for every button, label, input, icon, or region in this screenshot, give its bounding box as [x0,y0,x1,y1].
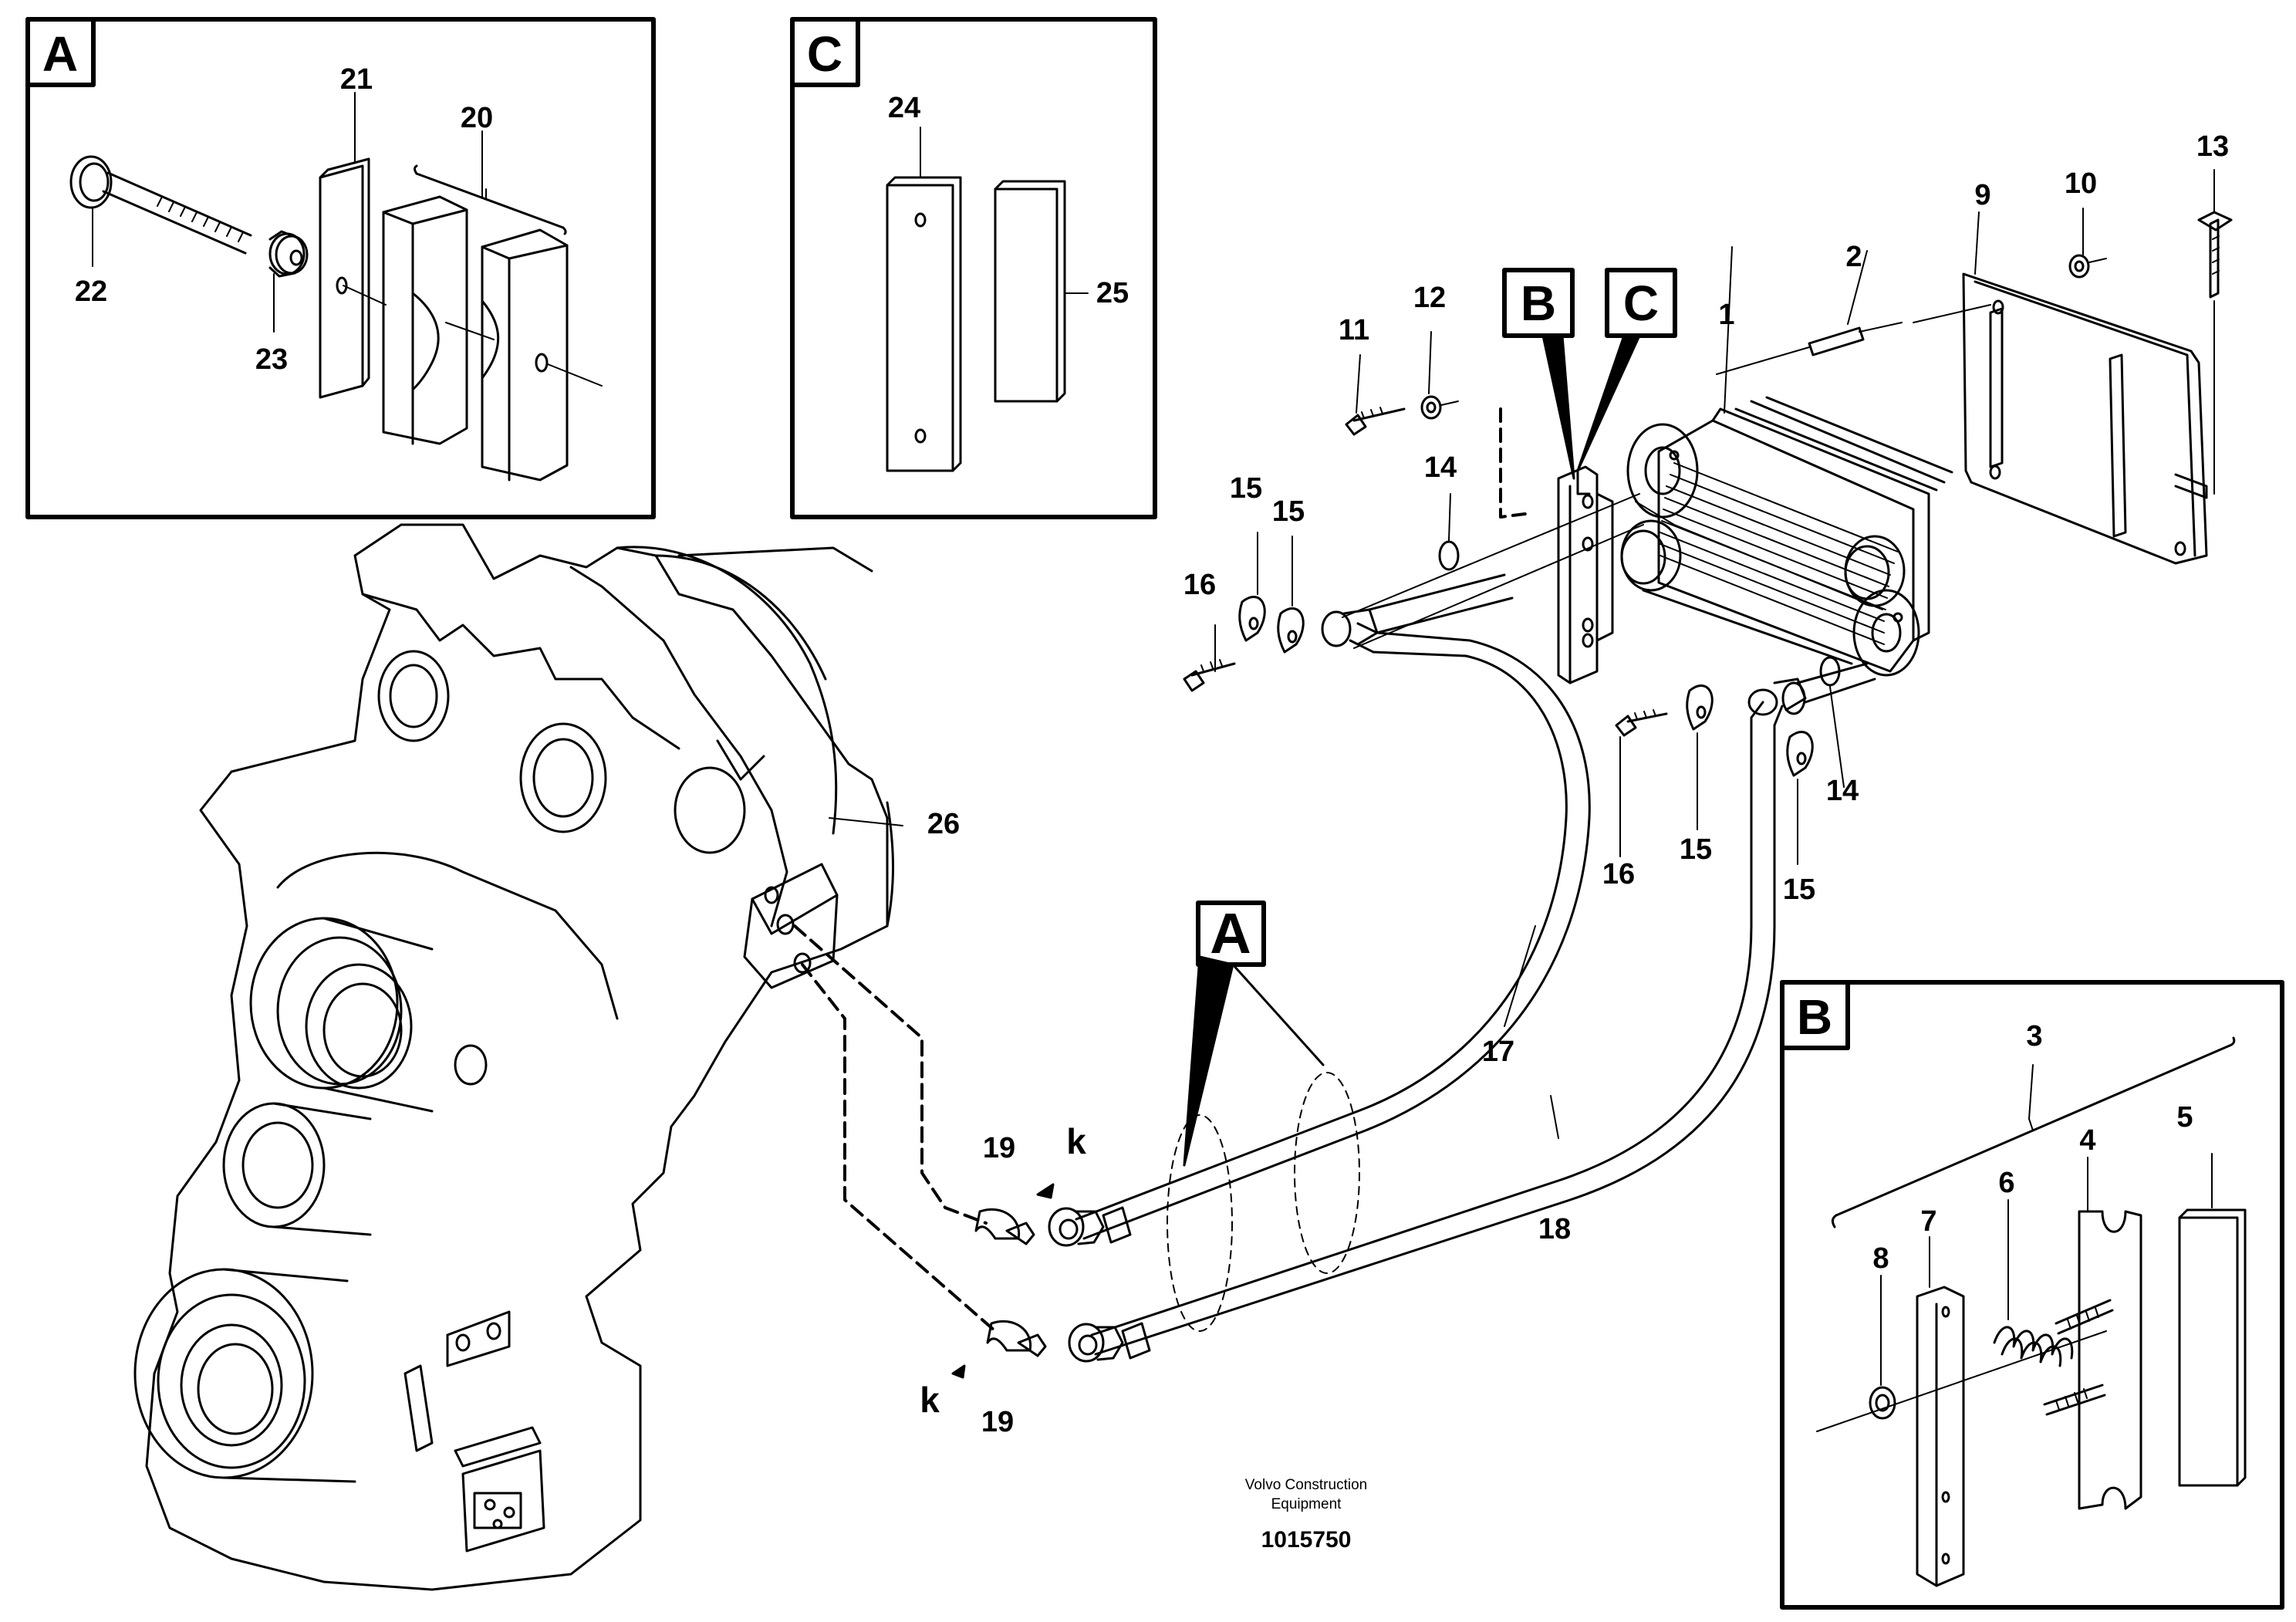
part-label-12: 12 [1413,282,1446,314]
part-label-25: 25 [1096,277,1129,309]
part-label-15-d: 15 [1783,874,1815,906]
transmission-housing [133,523,894,1591]
callout-b-letter: B [1521,275,1556,331]
part-label-k-upper: k [1066,1121,1086,1161]
part-label-14-lower: 14 [1826,775,1859,807]
part-label-k-lower: k [920,1380,940,1420]
part-label-15-b: 15 [1272,495,1305,528]
callout-c-letter: C [1623,275,1659,331]
part-label-21: 21 [340,63,373,96]
fitting-leaders [793,924,997,1333]
part-label-11: 11 [1339,314,1369,346]
part-label-6: 6 [1998,1167,2014,1199]
region-a-markers [1167,1072,1360,1332]
part-label-7: 7 [1920,1205,1936,1238]
inset-c [790,17,1157,519]
bolt-head-22 [69,155,113,209]
part-label-15-c: 15 [1680,833,1712,866]
part-label-19-upper: 19 [983,1132,1015,1164]
part-label-10: 10 [2065,167,2097,200]
part-label-18: 18 [1538,1213,1571,1245]
part-label-8: 8 [1872,1242,1889,1275]
drawing-number: 1015750 [1261,1527,1352,1553]
inset-a-letter: A [42,26,78,82]
part-label-9: 9 [1974,179,1990,211]
part-label-3: 3 [2026,1020,2042,1053]
part-label-14-upper: 14 [1424,451,1457,484]
elbow-fittings [951,1183,1055,1379]
part-label-5: 5 [2176,1101,2193,1134]
part-label-20: 20 [461,102,493,134]
company-name-line2: Equipment [1271,1496,1342,1512]
part-label-17: 17 [1482,1036,1514,1068]
part-label-23: 23 [255,343,288,376]
part-label-1: 1 [1718,299,1734,331]
callout-a-letter: A [1210,901,1251,965]
oil-cooler [829,169,2233,1139]
part-label-26: 26 [927,808,960,840]
region-a-pointer [1183,955,1325,1167]
inset-c-letter: C [807,26,842,82]
part-label-16-upper: 16 [1183,569,1216,601]
part-label-19-lower: 19 [981,1406,1014,1438]
part-label-4: 4 [2079,1124,2095,1157]
part-label-15-a: 15 [1230,472,1262,505]
inset-b-letter: B [1797,989,1832,1045]
part-label-2: 2 [1845,241,1862,273]
company-name-line1: Volvo Construction [1245,1477,1367,1493]
hoses [1048,573,1876,1363]
part-label-16-lower: 16 [1602,858,1635,890]
inset-b [1780,980,2284,1610]
part-label-22: 22 [75,275,107,308]
part-label-13: 13 [2196,130,2229,163]
inset-a [25,17,656,519]
callout-boxes [1196,268,1677,967]
part-label-24: 24 [888,92,920,124]
